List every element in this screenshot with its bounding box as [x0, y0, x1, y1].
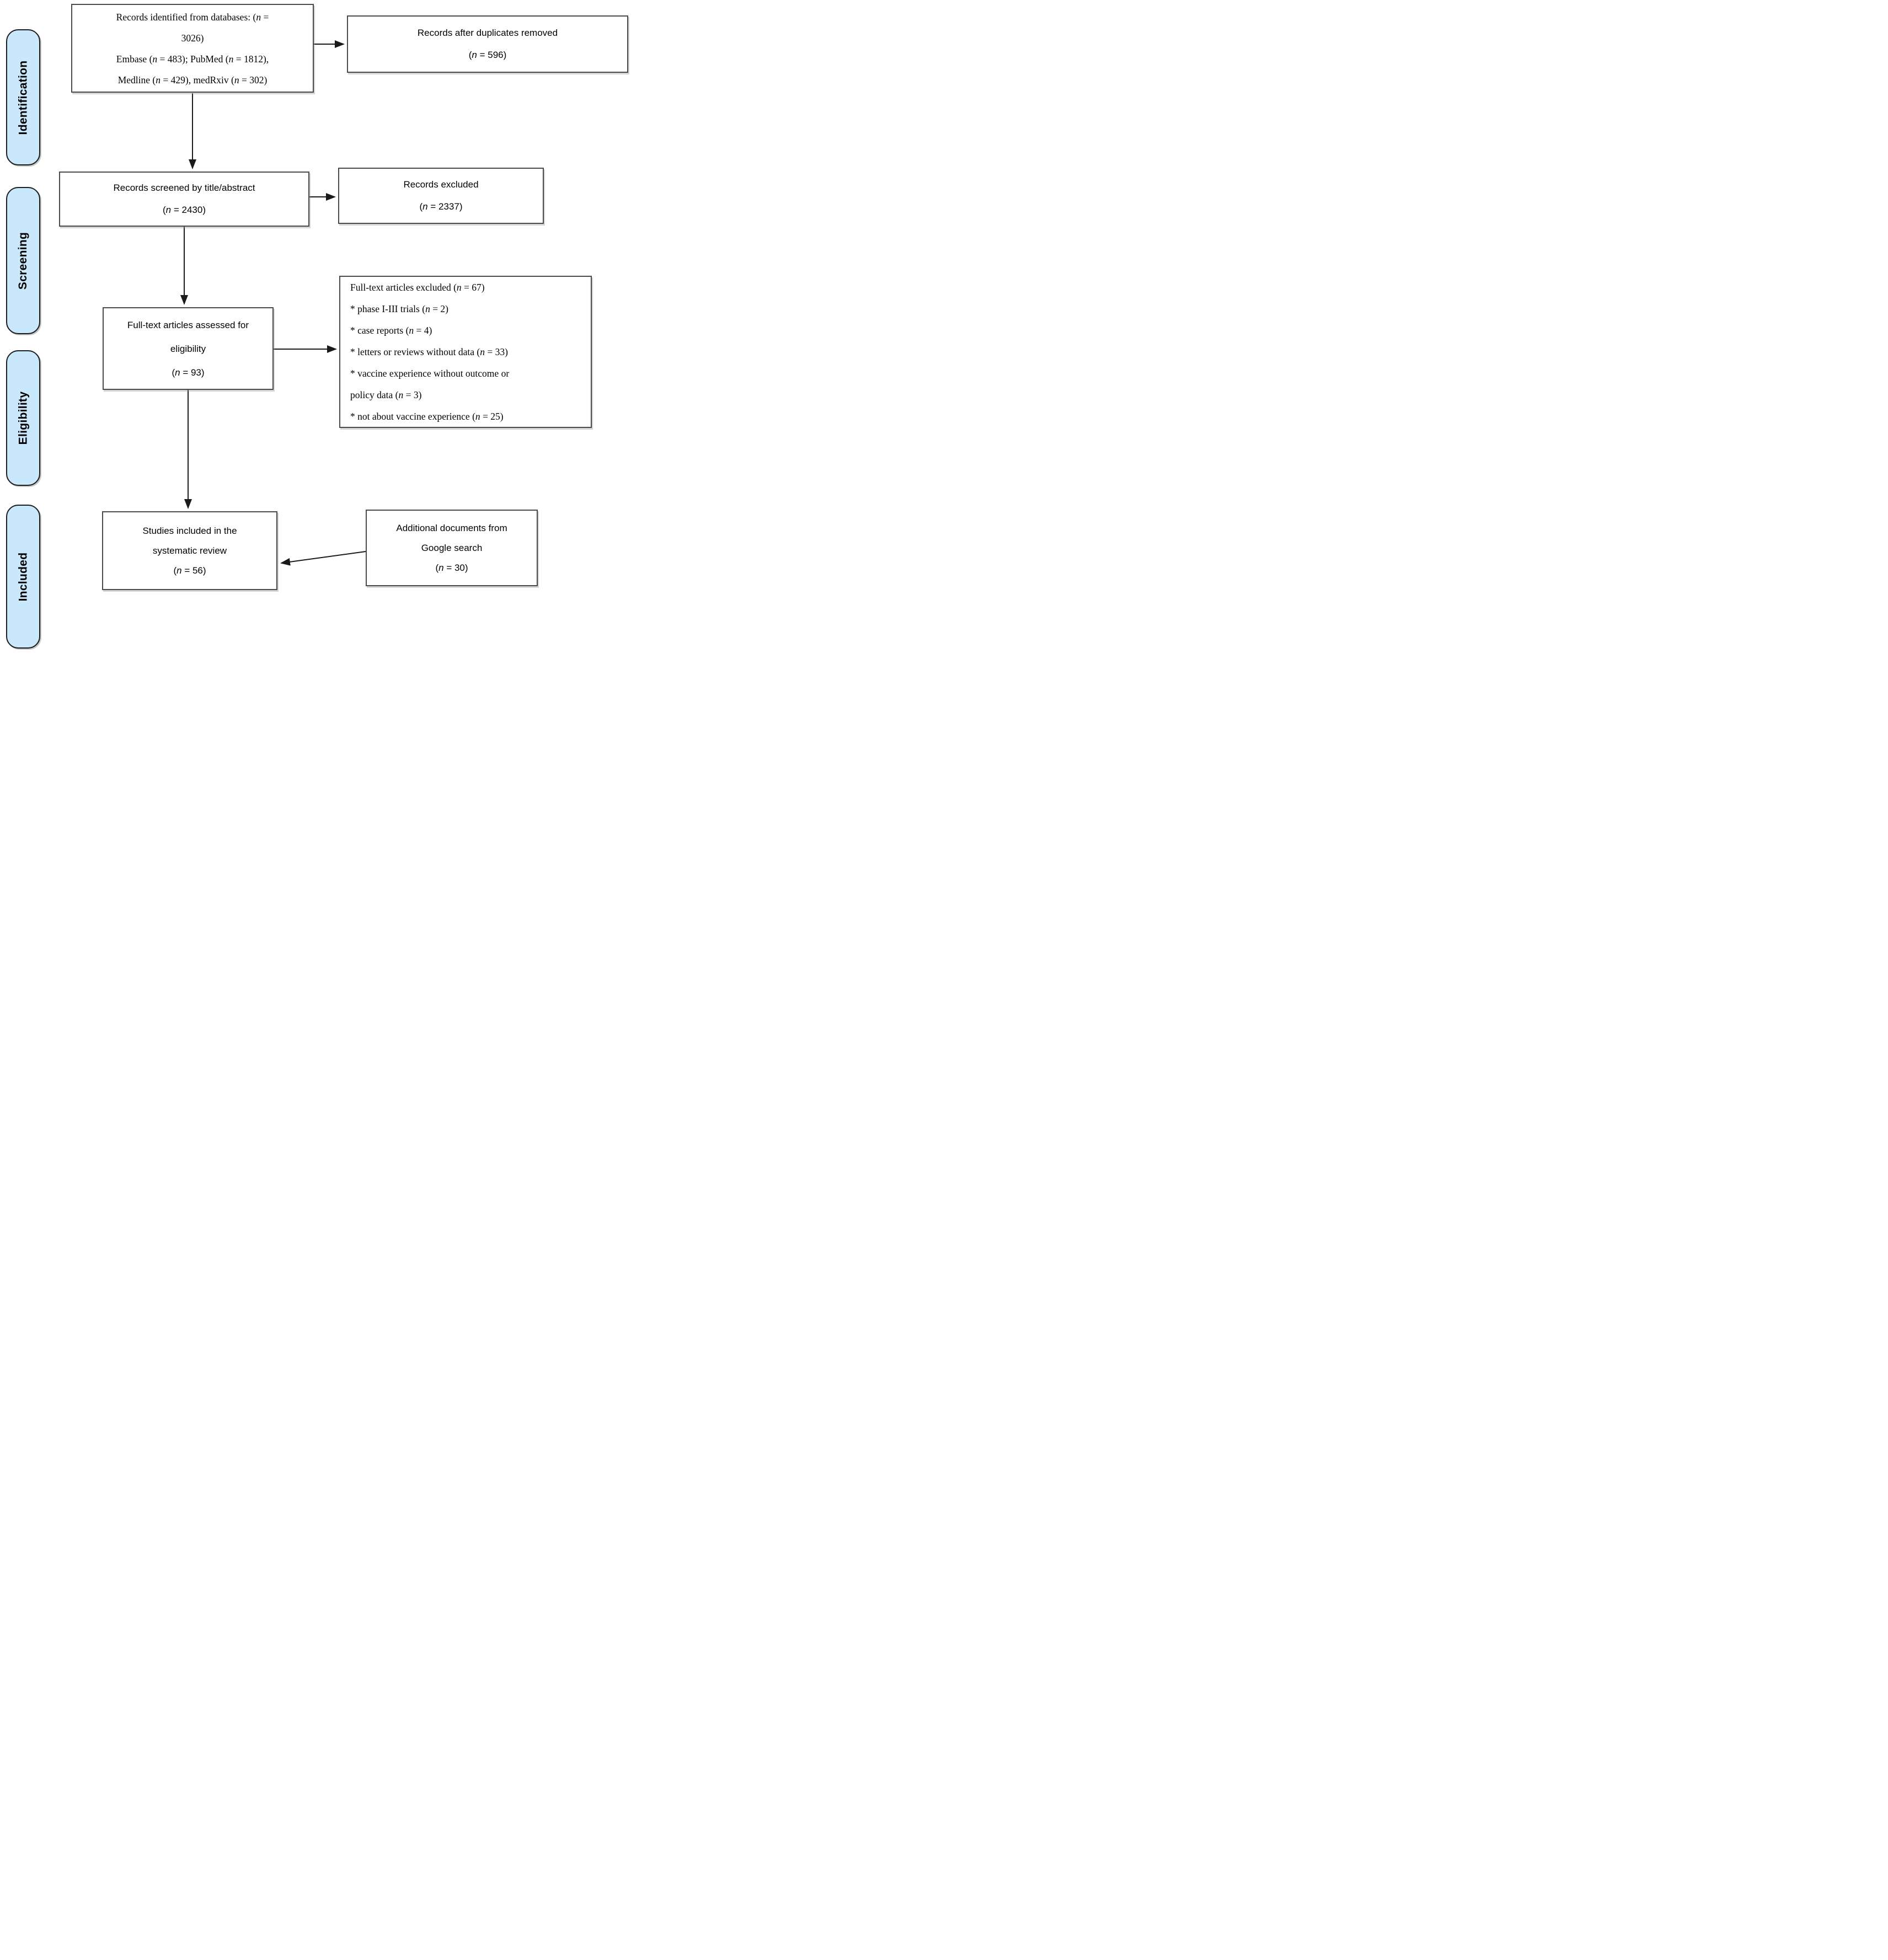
stage-eligibility: Eligibility [6, 350, 40, 486]
box-records-excluded: Records excluded(n = 2337) [338, 168, 544, 224]
stage-included: Included [6, 505, 40, 649]
stage-screening-label: Screening [17, 232, 30, 290]
box-records-screened: Records screened by title/abstract(n = 2… [59, 172, 309, 227]
box-records-identified: Records identified from databases: (n =3… [71, 4, 314, 93]
stage-identification-label: Identification [17, 60, 29, 135]
stage-eligibility-label: Eligibility [17, 391, 29, 445]
box-duplicates-removed: Records after duplicates removed(n = 596… [347, 15, 628, 73]
arrow-google-to-included [280, 551, 366, 566]
box-fulltext-excluded: Full-text articles excluded (n = 67)* ph… [339, 276, 592, 428]
prisma-flow-diagram: Identification Screening Eligibility Inc… [0, 0, 629, 654]
stage-screening: Screening [6, 187, 40, 334]
stage-included-label: Included [17, 552, 29, 601]
stage-identification: Identification [6, 29, 40, 165]
